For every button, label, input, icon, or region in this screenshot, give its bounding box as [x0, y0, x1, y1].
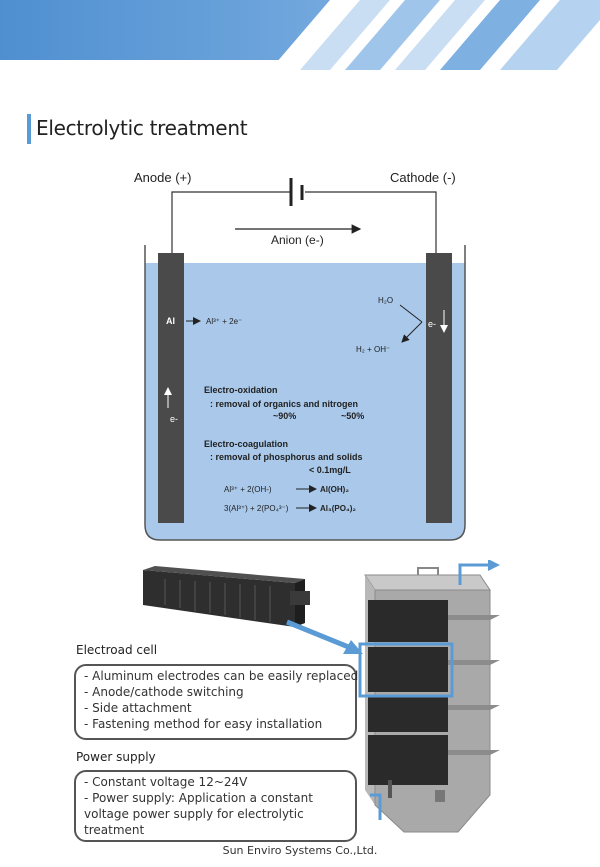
- oxidation-title: Electro-oxidation: [204, 385, 278, 395]
- list-item: - Side attachment: [84, 701, 192, 715]
- title-accent-bar: [27, 114, 31, 144]
- water-products: H₂ + OH⁻: [356, 345, 390, 354]
- power-supply-box: - Constant voltage 12~24V - Power supply…: [74, 770, 357, 842]
- cathode-electron-label: e-: [428, 319, 436, 329]
- electrode-cell-heading: Electroad cell: [76, 643, 158, 657]
- anode-reaction: Al³⁺ + 2e⁻: [206, 317, 242, 326]
- circuit-wire: [171, 191, 437, 255]
- footer-company: Sun Enviro Systems Co.,Ltd.: [222, 844, 378, 857]
- cathode-label: Cathode (-): [390, 170, 456, 185]
- electrolysis-diagram: Anode (+) Cathode (-) Anion (e-) Al Al³⁺…: [134, 170, 466, 541]
- water-tank: [144, 245, 466, 541]
- reaction-1-right: Al(OH)₂: [320, 485, 349, 494]
- list-item: - Fastening method for easy installation: [84, 717, 323, 731]
- electrode-cell-box: - Aluminum electrodes can be easily repl…: [74, 664, 359, 740]
- cathode-electrode: [426, 253, 452, 523]
- list-item: treatment: [84, 823, 145, 837]
- oxidation-desc: : removal of organics and nitrogen: [210, 399, 358, 409]
- header-banner: [0, 0, 600, 70]
- cathode-reaction-arrow: [401, 321, 423, 343]
- anode-electron-label: e-: [170, 414, 178, 424]
- coagulation-limit: < 0.1mg/L: [309, 465, 351, 475]
- reaction-2-left: 3(Al³⁺) + 2(PO₄³⁻): [224, 504, 289, 513]
- electrode-cell-image: [143, 566, 310, 627]
- aluminum-label: Al: [166, 316, 175, 326]
- list-item: - Aluminum electrodes can be easily repl…: [84, 669, 359, 683]
- list-item: - Power supply: Application a constant: [84, 791, 313, 805]
- reaction-1-left: Al³⁺ + 2(OH-): [224, 485, 272, 494]
- water-label: H₂O: [378, 296, 393, 305]
- page-title: Electrolytic treatment: [36, 116, 248, 140]
- list-item: - Anode/cathode switching: [84, 685, 244, 699]
- power-supply-heading: Power supply: [76, 750, 156, 764]
- anion-label: Anion (e-): [271, 233, 324, 247]
- cathode-reaction-line: [399, 304, 423, 323]
- battery-icon: [289, 178, 304, 206]
- reaction-2-right: Al₃(PO₄)₂: [320, 504, 356, 513]
- coagulation-title: Electro-coagulation: [204, 439, 288, 449]
- treatment-tank-image: [358, 560, 500, 833]
- coagulation-desc: : removal of phosphorus and solids: [210, 452, 363, 462]
- list-item: voltage power supply for electrolytic: [84, 807, 304, 821]
- pointer-arrow: [286, 619, 363, 654]
- list-item: - Constant voltage 12~24V: [84, 775, 248, 789]
- anode-electrode: [158, 253, 184, 523]
- anode-label: Anode (+): [134, 170, 191, 185]
- oxidation-pct-organics: ~90%: [273, 411, 296, 421]
- oxidation-pct-nitrogen: ~50%: [341, 411, 364, 421]
